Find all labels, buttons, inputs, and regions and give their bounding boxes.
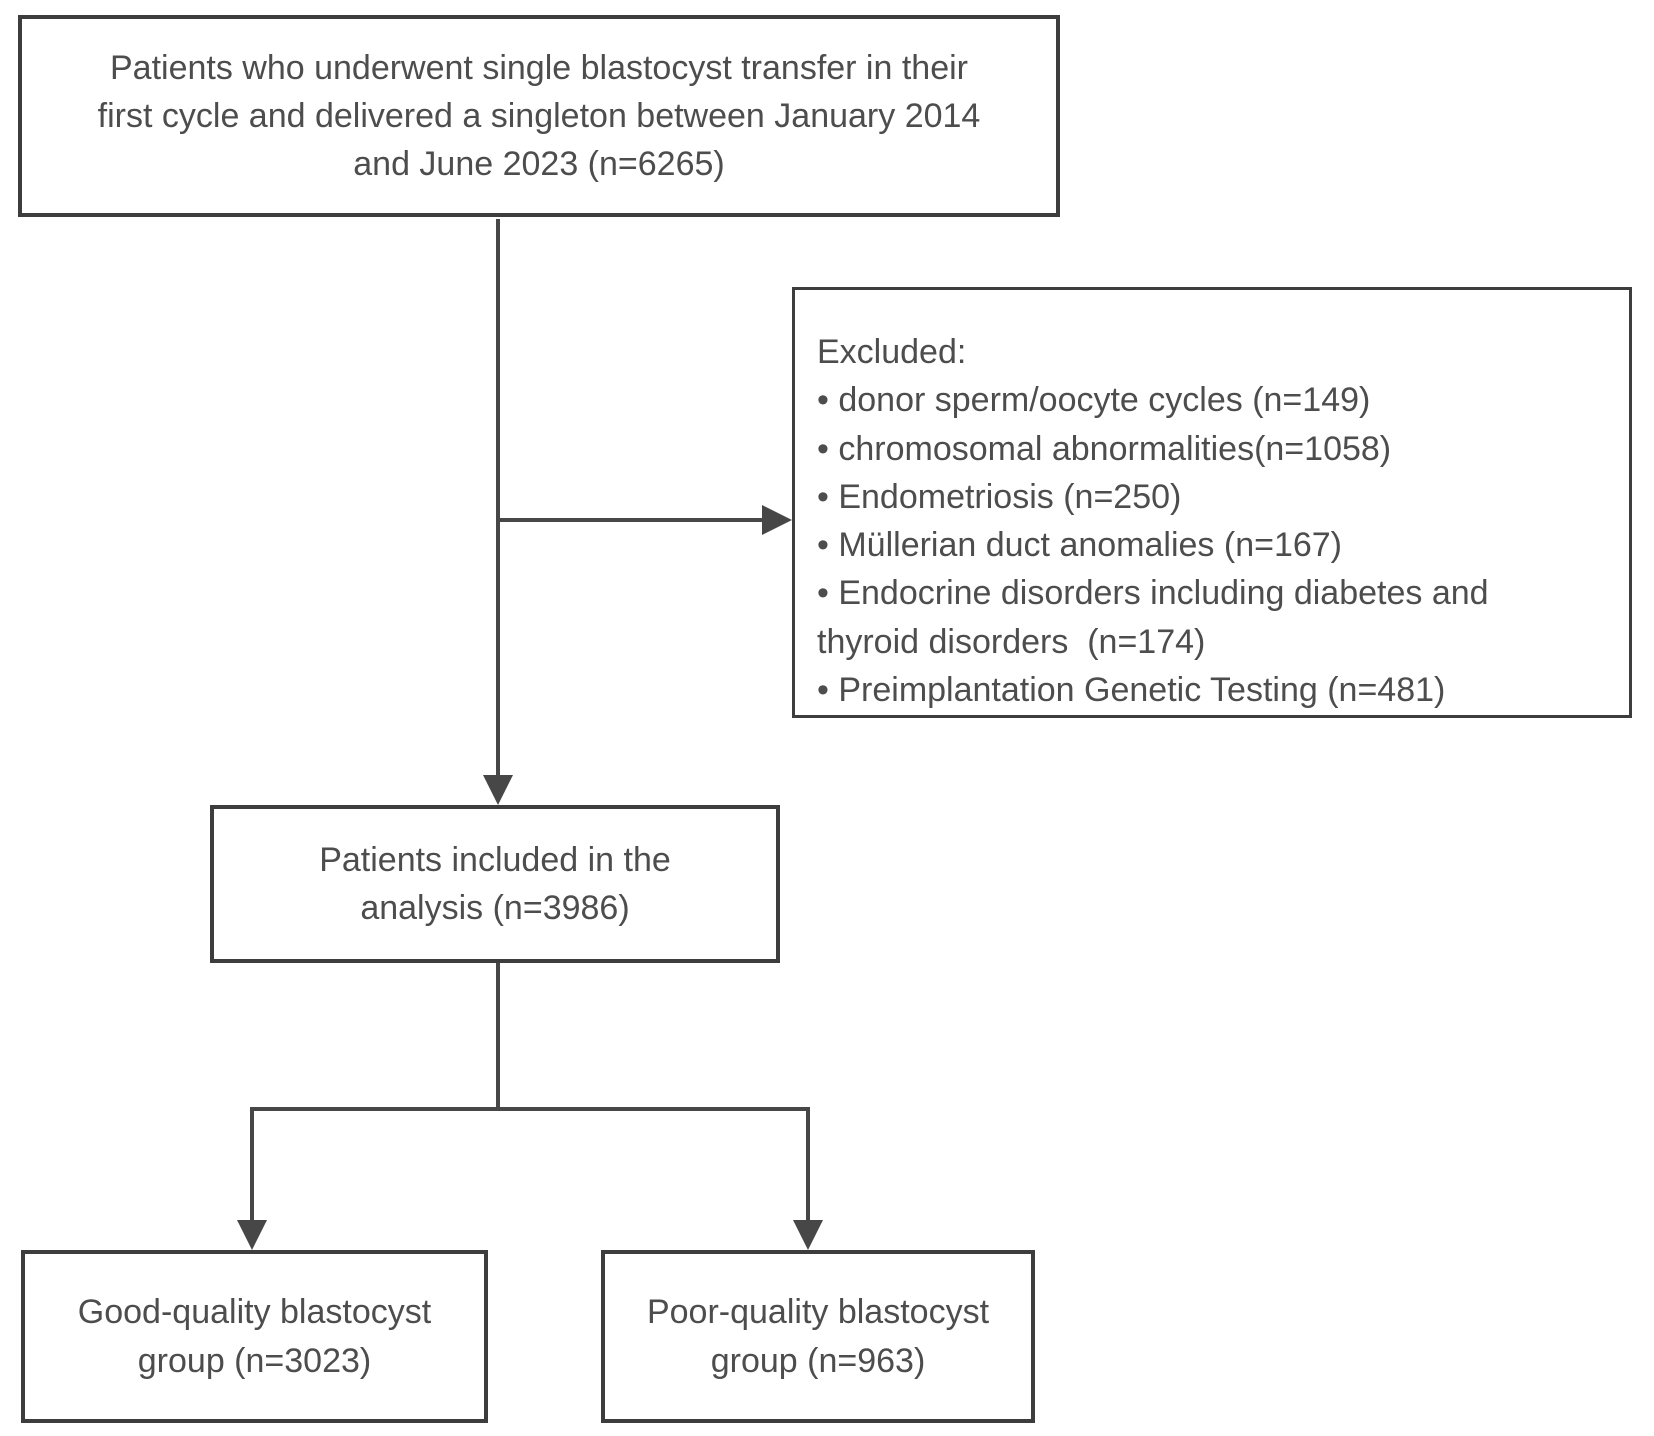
excluded-item-endocrine-cont: thyroid disorders (n=174) <box>817 622 1206 661</box>
box-initial-cohort: Patients who underwent single blastocyst… <box>18 15 1060 217</box>
excluded-item-endocrine: • Endocrine disorders including diabetes… <box>817 574 1489 613</box>
connector-included-to-split <box>496 963 500 1109</box>
poor-quality-line-2: group (n=963) <box>710 1341 926 1380</box>
excluded-item-donor-sperm: • donor sperm/oocyte cycles (n=149) <box>817 381 1371 420</box>
box-poor-quality-group: Poor-quality blastocyst group (n=963) <box>601 1250 1035 1423</box>
included-line-1: Patients included in the <box>319 840 671 879</box>
connector-initial-to-included <box>496 219 500 777</box>
poor-quality-line-1: Poor-quality blastocyst <box>646 1293 990 1332</box>
excluded-item-endometriosis: • Endometriosis (n=250) <box>817 477 1182 516</box>
box-included-analysis: Patients included in the analysis (n=398… <box>210 805 780 963</box>
excluded-heading: Excluded: <box>817 333 967 371</box>
connector-split-to-good <box>250 1107 254 1221</box>
arrowhead-down-good <box>237 1220 267 1250</box>
initial-cohort-line-3: and June 2023 (n=6265) <box>353 145 725 184</box>
arrowhead-down-poor <box>793 1220 823 1250</box>
box-good-quality-group: Good-quality blastocyst group (n=3023) <box>21 1250 488 1423</box>
connector-branch-to-excluded <box>496 518 764 522</box>
excluded-item-pgt: • Preimplantation Genetic Testing (n=481… <box>817 670 1446 709</box>
good-quality-line-1: Good-quality blastocyst <box>77 1293 432 1332</box>
arrowhead-down-included <box>483 775 513 805</box>
excluded-item-mullerian: • Müllerian duct anomalies (n=167) <box>817 526 1343 565</box>
good-quality-line-2: group (n=3023) <box>137 1341 372 1380</box>
box-excluded: Excluded: • donor sperm/oocyte cycles (n… <box>792 287 1632 718</box>
excluded-item-chromosomal: • chromosomal abnormalities(n=1058) <box>817 429 1392 468</box>
arrowhead-right-excluded <box>762 505 792 535</box>
initial-cohort-line-2: first cycle and delivered a singleton be… <box>97 96 981 135</box>
included-line-2: analysis (n=3986) <box>360 889 630 927</box>
connector-split-to-poor <box>806 1107 810 1221</box>
initial-cohort-line-1: Patients who underwent single blastocyst… <box>109 48 968 87</box>
connector-split-horizontal <box>250 1107 810 1111</box>
